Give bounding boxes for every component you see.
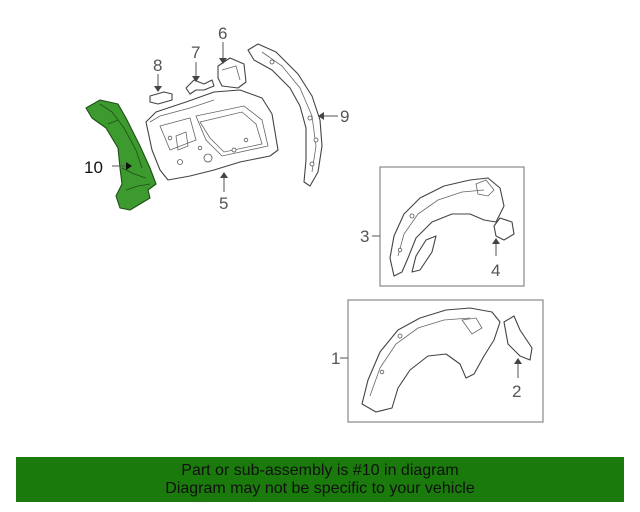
info-banner: Part or sub-assembly is #10 in diagram D…: [16, 457, 624, 502]
part-10-pillar[interactable]: [85, 99, 157, 211]
callout-8: 8: [153, 56, 162, 75]
callout-3: 3: [360, 227, 369, 246]
callout-5: 5: [219, 194, 228, 213]
part-6-bracket[interactable]: [217, 57, 247, 89]
banner-line-2: Diagram may not be specific to your vehi…: [165, 480, 475, 497]
part-9-reinforcement[interactable]: [247, 43, 323, 187]
subassembly-box-1: [347, 299, 544, 423]
arrowhead-7: [192, 76, 200, 82]
arrowhead-5: [220, 172, 228, 178]
arrowhead-10: [126, 162, 132, 170]
part-1-wheelhouse-outer[interactable]: [361, 307, 501, 413]
part-8-plate[interactable]: [149, 91, 173, 105]
part-3-small-bracket[interactable]: [411, 235, 437, 273]
part-2-bracket[interactable]: [503, 315, 533, 361]
arrowhead-4: [492, 238, 500, 244]
arrowhead-8: [154, 86, 162, 92]
part-5-inner-panel[interactable]: [145, 89, 279, 181]
callout-2: 2: [512, 382, 521, 401]
callout-10: 10: [84, 158, 103, 177]
part-3-wheelhouse-inner[interactable]: [389, 177, 505, 277]
callout-4: 4: [491, 261, 500, 280]
arrowhead-2: [514, 358, 522, 364]
part-7-clip[interactable]: [185, 79, 215, 95]
callout-1: 1: [331, 349, 340, 368]
callout-6: 6: [218, 24, 227, 43]
arrowhead-6: [219, 58, 227, 64]
subassembly-box-3: [379, 166, 525, 287]
banner-line-1: Part or sub-assembly is #10 in diagram: [181, 462, 459, 479]
callout-7: 7: [191, 43, 200, 62]
arrowhead-9: [318, 112, 324, 120]
part-4-bracket[interactable]: [493, 217, 515, 241]
callout-9: 9: [340, 107, 349, 126]
